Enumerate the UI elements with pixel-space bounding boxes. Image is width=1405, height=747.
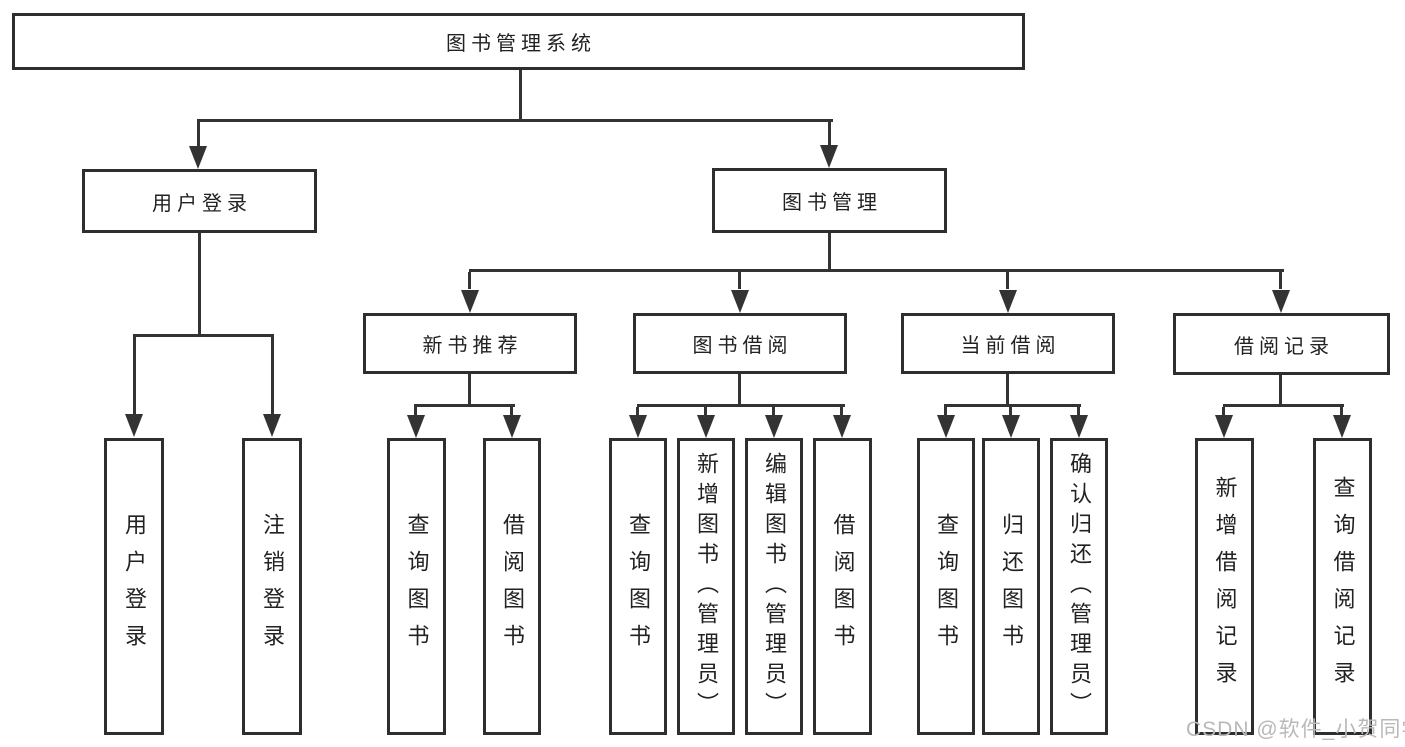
node-book-borrowing: 图书借阅 <box>633 313 847 374</box>
arrow-down-icon <box>503 415 521 438</box>
node-new-book-recommend: 新书推荐 <box>363 313 577 374</box>
leaf-logout: 注销登录 <box>242 438 302 735</box>
arrow-down-icon <box>461 290 479 313</box>
node-label: 确认归还（管理员） <box>1067 451 1092 722</box>
arrow-down-icon <box>189 146 207 169</box>
connector-line <box>738 374 741 406</box>
connector-line <box>738 272 741 289</box>
leaf-return-books: 归还图书 <box>982 438 1040 735</box>
connector-line <box>1340 407 1343 417</box>
arrow-down-icon <box>1002 415 1020 438</box>
connector-line <box>198 233 201 336</box>
connector-line <box>1009 407 1012 417</box>
leaf-add-book-admin: 新增图书（管理员） <box>677 438 735 735</box>
node-label: 查询图书 <box>934 512 959 661</box>
connector-line <box>1006 374 1009 406</box>
connector-line <box>271 337 274 414</box>
node-label: 查询图书 <box>404 512 430 661</box>
arrow-down-icon <box>999 290 1017 313</box>
connector-line <box>944 404 1081 407</box>
node-label: 编辑图书（管理员） <box>762 451 787 722</box>
csdn-watermark: CSDN @软件_小贺同学 <box>1186 718 1405 741</box>
connector-line <box>636 407 639 417</box>
connector-line <box>637 404 845 407</box>
node-label: 用户登录 <box>152 192 252 215</box>
connector-line <box>510 407 513 417</box>
arrow-down-icon <box>1070 415 1088 438</box>
node-label: 图书管理系统 <box>446 33 596 55</box>
leaf-confirm-return-admin: 确认归还（管理员） <box>1050 438 1108 735</box>
connector-line <box>772 407 775 417</box>
node-label: 当前借阅 <box>960 335 1061 357</box>
leaf-add-borrow-record: 新增借阅记录 <box>1195 438 1254 735</box>
node-label: 借阅图书 <box>830 512 856 661</box>
node-label: 新增借阅记录 <box>1212 475 1238 698</box>
leaf-query-books-current: 查询图书 <box>917 438 975 735</box>
arrow-down-icon <box>697 415 715 438</box>
leaf-query-books-borrowing: 查询图书 <box>609 438 667 735</box>
node-label: 归还图书 <box>999 512 1024 661</box>
connector-line <box>944 407 947 417</box>
connector-line <box>704 407 707 417</box>
node-label: 查询图书 <box>626 512 651 661</box>
connector-line <box>1006 272 1009 289</box>
connector-line <box>197 122 200 147</box>
leaf-query-borrow-record: 查询借阅记录 <box>1313 438 1372 735</box>
arrow-down-icon <box>833 415 851 438</box>
node-current-borrowing: 当前借阅 <box>901 313 1115 374</box>
arrow-down-icon <box>1333 415 1351 438</box>
arrow-down-icon <box>937 415 955 438</box>
connector-line <box>828 122 831 146</box>
connector-line <box>1279 272 1282 289</box>
node-label: 图书管理 <box>782 192 882 214</box>
connector-line <box>133 334 274 337</box>
arrow-down-icon <box>1215 415 1233 438</box>
node-label: 注销登录 <box>260 512 285 661</box>
arrow-down-icon <box>731 290 749 313</box>
node-label: 新书推荐 <box>422 335 523 357</box>
node-label: 用户登录 <box>122 512 147 661</box>
leaf-borrow-books-recommend: 借阅图书 <box>483 438 541 735</box>
connector-line <box>828 233 831 271</box>
arrow-down-icon <box>263 414 281 437</box>
leaf-borrow-books-borrowing: 借阅图书 <box>813 438 872 735</box>
arrow-down-icon <box>629 415 647 438</box>
leaf-edit-book-admin: 编辑图书（管理员） <box>745 438 803 735</box>
connector-line <box>1223 404 1344 407</box>
connector-line <box>469 269 1284 272</box>
connector-line <box>840 407 843 417</box>
node-book-management-module: 图书管理 <box>712 168 947 233</box>
connector-line <box>414 407 417 417</box>
connector-line <box>468 374 471 406</box>
connector-line <box>1222 407 1225 417</box>
arrow-down-icon <box>407 415 425 438</box>
connector-line <box>519 70 522 121</box>
node-label: 查询借阅记录 <box>1330 475 1356 698</box>
node-label: 图书借阅 <box>692 335 793 357</box>
node-borrow-records: 借阅记录 <box>1173 313 1390 375</box>
leaf-user-login: 用户登录 <box>104 438 164 735</box>
connector-line <box>197 119 833 122</box>
arrow-down-icon <box>125 414 143 437</box>
connector-line <box>1077 407 1080 417</box>
node-label: 借阅图书 <box>500 512 525 661</box>
node-user-login-module: 用户登录 <box>82 169 317 233</box>
connector-line <box>133 337 136 414</box>
connector-line <box>1279 374 1282 406</box>
node-root-system: 图书管理系统 <box>12 13 1025 70</box>
node-label: 借阅记录 <box>1234 335 1334 358</box>
node-label: 新增图书（管理员） <box>694 451 719 722</box>
connector-line <box>414 404 515 407</box>
arrow-down-icon <box>1272 290 1290 313</box>
arrow-down-icon <box>820 145 838 168</box>
connector-line <box>468 272 471 289</box>
arrow-down-icon <box>765 415 783 438</box>
leaf-query-books-recommend: 查询图书 <box>387 438 446 735</box>
